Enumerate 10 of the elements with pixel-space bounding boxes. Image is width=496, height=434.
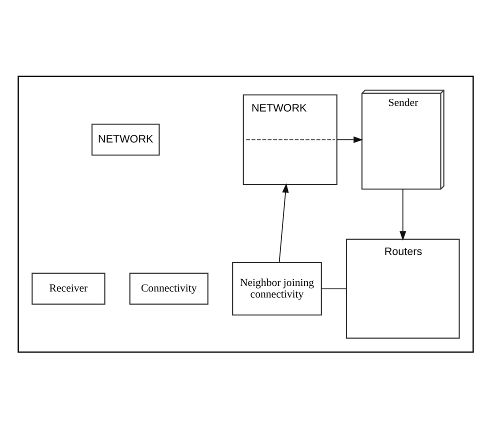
- node-box: Routers: [345, 238, 460, 339]
- arrow: [399, 188, 406, 241]
- arrow: [336, 136, 363, 143]
- arrow: [278, 183, 288, 263]
- node-box: Neighbor joining connectivity: [232, 262, 322, 316]
- node-box: NETWORK: [90, 124, 160, 156]
- connector: [320, 288, 346, 290]
- node-box: Receiver: [31, 272, 105, 305]
- cluster: [17, 76, 474, 353]
- node-box: Connectivity: [128, 272, 208, 305]
